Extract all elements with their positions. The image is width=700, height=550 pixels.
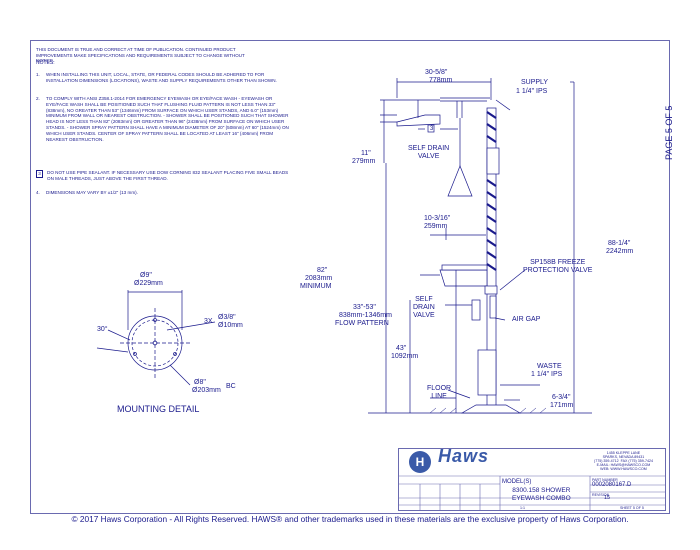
note-text: DIMENSIONS MAY VARY BY ±1/2" (13 mm). xyxy=(46,190,138,195)
revision: 15 xyxy=(604,495,611,501)
supply-size: 1 1/4" IPS xyxy=(516,88,548,95)
eyewash-bowl xyxy=(439,269,488,287)
dim-base-in: 6-3/4" xyxy=(552,394,571,401)
note-3: 3 DO NOT USE PIPE SEALANT. IF NECESSARY U… xyxy=(36,170,296,182)
notes-title: NOTES: xyxy=(36,60,55,66)
note-num: 1. xyxy=(36,72,40,77)
mount-dia-mm: Ø229mm xyxy=(134,280,163,287)
drawing-sheet xyxy=(30,40,670,514)
note-num: 4. xyxy=(36,190,40,195)
disclaimer: THIS DOCUMENT IS TRUE AND CORRECT AT TIM… xyxy=(36,47,245,63)
bolt-hole-3 xyxy=(173,352,177,356)
dim-shower-h-note: MINIMUM xyxy=(300,283,332,290)
mount-hole-in: Ø3/8" xyxy=(218,314,236,321)
dim-eyewash-reach-in: 10-3/16" xyxy=(424,215,451,222)
mount-bc-mm: Ø203mm xyxy=(192,387,221,394)
note-num: 3 xyxy=(36,170,43,178)
freeze-valve-label: SP158B FREEZE PROTECTION VALVE xyxy=(523,259,593,274)
scale: 1:1 xyxy=(520,506,525,510)
dim-base-mm: 171mm xyxy=(550,402,574,409)
part-number-label: PART NUMBER xyxy=(592,478,618,482)
mount-bc-in: Ø8" xyxy=(194,379,206,386)
dim-shower-h-in: 82" xyxy=(317,267,328,274)
note-1: 1. WHEN INSTALLING THIS UNIT, LOCAL, STAT… xyxy=(36,72,296,84)
self-drain-valve-low: SELF DRAIN VALVE xyxy=(413,296,435,319)
mounting-detail-title: MOUNTING DETAIL xyxy=(117,404,200,414)
dim-shower-drop-mm: 279mm xyxy=(352,158,376,165)
mount-dia-in: Ø9" xyxy=(140,272,152,279)
supply-label: SUPPLY xyxy=(521,79,549,86)
dim-flow-mm: 838mm-1346mm xyxy=(339,312,392,319)
title-block xyxy=(398,448,666,511)
note-text: WHEN INSTALLING THIS UNIT, LOCAL, STATE,… xyxy=(46,72,277,83)
dim-eye-h-in: 43" xyxy=(396,345,407,352)
dim-shower-drop-in: 11" xyxy=(361,150,371,157)
dim-total-h-in: 88-1/4" xyxy=(608,240,631,247)
company-address: 1455 KLEPPE LANE SPARKS, NEVADA 89431 (7… xyxy=(594,451,653,471)
mount-hole-mm: Ø10mm xyxy=(218,322,243,329)
note-text: DO NOT USE PIPE SEALANT. IF NECESSARY US… xyxy=(47,170,289,181)
waste-label: WASTE xyxy=(537,363,562,370)
model-name: 8300.158 SHOWER EYEWASH COMBO xyxy=(512,487,571,502)
floor-flange xyxy=(460,404,522,414)
pipe-stripes xyxy=(486,111,497,271)
revision-label: REVISION xyxy=(592,493,610,497)
model-label: MODEL(S) xyxy=(502,479,532,485)
note-ref: 3 xyxy=(430,126,434,132)
haws-logo: H xyxy=(409,451,431,473)
waste-trap xyxy=(477,349,497,396)
dim-shower-h-mm: 2083mm xyxy=(305,275,333,282)
note-2: 2. TO COMPLY WITH ANSI Z358.1-2014 FOR EM… xyxy=(36,96,296,142)
dim-total-h-mm: 2242mm xyxy=(606,248,634,255)
svg-text:H: H xyxy=(416,455,425,469)
sign-panel xyxy=(486,147,500,175)
pull-handle xyxy=(447,165,473,197)
dim-flow-label: FLOW PATTERN xyxy=(335,320,389,327)
dim-eyewash-reach-mm: 259mm xyxy=(424,223,448,230)
air-gap-label: AIR GAP xyxy=(512,316,541,323)
copyright-notice: © 2017 Haws Corporation - All Rights Res… xyxy=(71,514,629,524)
self-drain-valve-top: SELF DRAIN VALVE xyxy=(408,145,450,160)
brand-wordmark: Haws xyxy=(438,446,490,466)
note-num: 2. xyxy=(36,96,40,101)
floor-line-label: FLOOR LINE xyxy=(427,385,452,400)
dim-flow-in: 33"-53" xyxy=(353,304,376,311)
shower-head xyxy=(396,114,441,127)
dim-width-in: 30-5/8" xyxy=(425,69,448,76)
note-4: 4. DIMENSIONS MAY VARY BY ±1/2" (13 mm). xyxy=(36,190,296,196)
mount-holes-qty: 3X xyxy=(204,318,213,325)
mount-outer-circle xyxy=(127,315,183,371)
dim-width-mm: 778mm xyxy=(429,77,453,84)
sheet-number: SHEET 5 OF 5 xyxy=(620,506,644,510)
waste-size: 1 1/4" IPS xyxy=(531,371,563,378)
note-text: TO COMPLY WITH ANSI Z358.1-2014 FOR EMER… xyxy=(46,96,289,142)
mount-bc: BC xyxy=(226,383,236,390)
dim-eye-h-mm: 1092mm xyxy=(391,353,419,360)
bolt-hole-2 xyxy=(133,352,137,356)
mount-angle: 30° xyxy=(97,326,108,333)
part-number: 0002080167.D xyxy=(592,482,632,488)
